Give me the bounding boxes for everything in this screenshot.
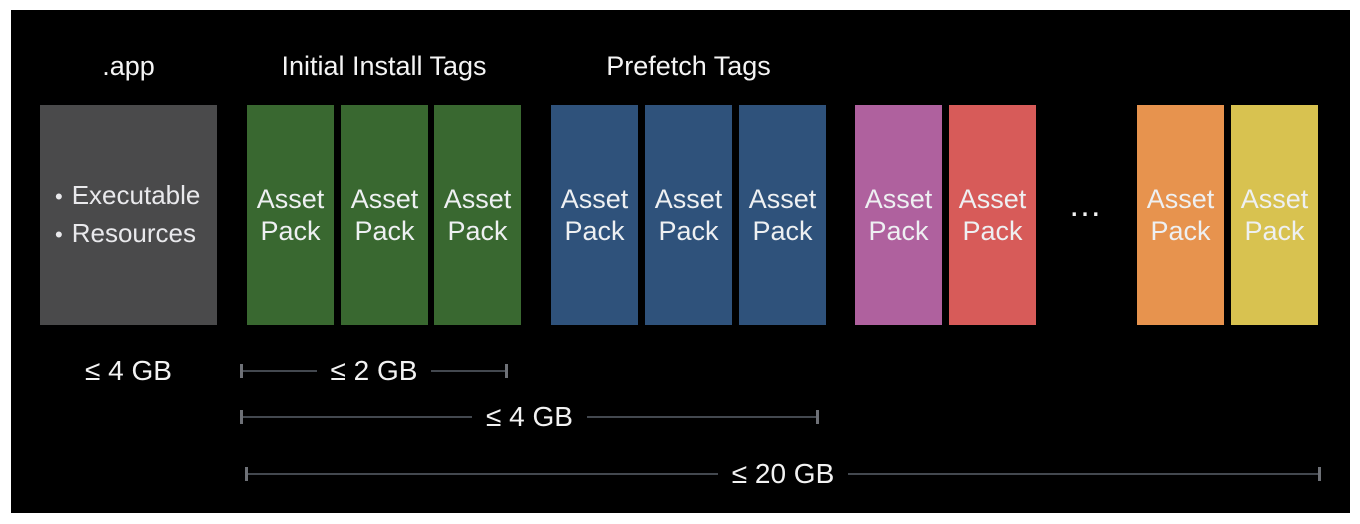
asset-pack-label: Asset Pack [748, 184, 817, 246]
measure-tick-icon [816, 410, 820, 424]
asset-pack-on-demand: Asset Pack [1231, 105, 1318, 325]
asset-pack-label: Asset Pack [443, 184, 512, 246]
prefetch-tags-label: Prefetch Tags [606, 51, 771, 81]
measure-2gb-label: ≤ 2 GB [330, 355, 418, 386]
asset-pack-prefetch: Asset Pack [645, 105, 732, 325]
measure-tick-icon [240, 410, 243, 424]
asset-pack-label: Asset Pack [654, 184, 723, 246]
measure-20gb-label: ≤ 20 GB [731, 458, 835, 489]
asset-pack-prefetch: Asset Pack [739, 105, 826, 325]
measure-tick-icon [240, 364, 243, 378]
app-bullet-executable-label: Executable [71, 180, 201, 210]
asset-pack-label: Asset Pack [958, 184, 1027, 246]
initial-install-tags-label: Initial Install Tags [281, 51, 487, 81]
measure-line [431, 370, 506, 372]
asset-pack-on-demand: Asset Pack [855, 105, 942, 325]
measure-tick-icon [1318, 467, 1321, 481]
asset-pack-prefetch: Asset Pack [551, 105, 638, 325]
measure-tick-icon [245, 467, 248, 481]
app-bullet-executable: • Executable [55, 177, 200, 215]
measure-line [243, 370, 317, 372]
asset-pack-label: Asset Pack [560, 184, 629, 246]
asset-pack-label: Asset Pack [350, 184, 419, 246]
asset-pack-label: Asset Pack [1146, 184, 1215, 246]
asset-pack-on-demand: Asset Pack [1137, 105, 1224, 325]
asset-pack-initial-install: Asset Pack [247, 105, 334, 325]
measure-total-20gb: ≤ 20 GB [245, 460, 1321, 488]
measure-4gb-label: ≤ 4 GB [486, 401, 573, 432]
measure-line [248, 473, 718, 475]
asset-pack-label: Asset Pack [864, 184, 933, 246]
asset-pack-initial-install: Asset Pack [434, 105, 521, 325]
measure-line [848, 473, 1318, 475]
bullet-icon: • [55, 222, 63, 247]
app-bundle-box: • Executable • Resources [40, 105, 217, 325]
app-size-label: ≤ 4 GB [85, 355, 172, 386]
app-bullet-resources: • Resources [55, 215, 196, 253]
more-packs-ellipsis-icon: … [1068, 186, 1104, 224]
app-bullet-resources-label: Resources [71, 218, 196, 248]
asset-pack-label: Asset Pack [256, 184, 325, 246]
bullet-icon: • [55, 184, 63, 209]
measure-initial-plus-prefetch-4gb: ≤ 4 GB [240, 401, 820, 432]
measure-tick-icon [505, 364, 509, 378]
measure-initial-install-2gb: ≤ 2 GB [240, 355, 509, 386]
measure-line [586, 416, 817, 418]
measure-line [243, 416, 473, 418]
asset-pack-on-demand: Asset Pack [949, 105, 1036, 325]
asset-pack-initial-install: Asset Pack [341, 105, 428, 325]
app-header-label: .app [102, 51, 155, 81]
asset-pack-label: Asset Pack [1240, 184, 1309, 246]
